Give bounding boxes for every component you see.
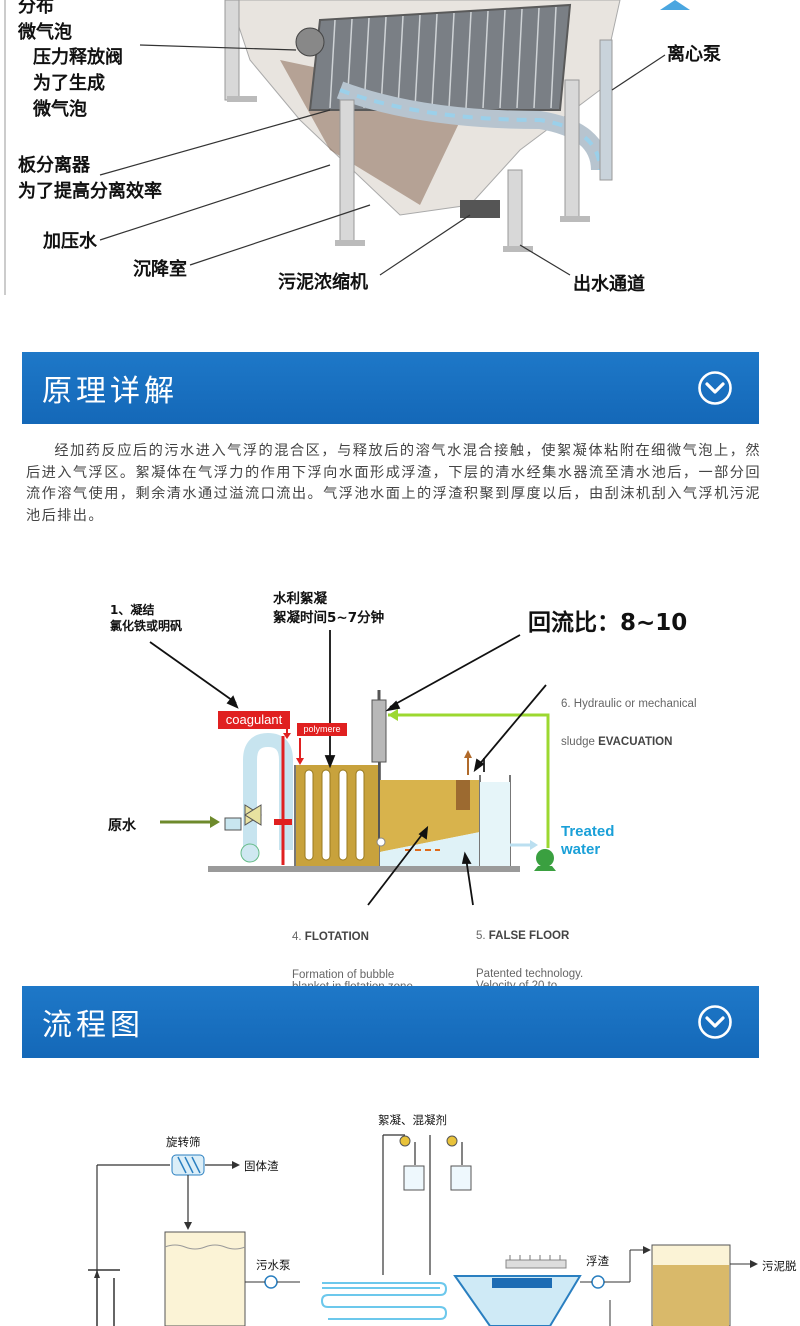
label-settling-chamber: 沉降室	[133, 259, 187, 280]
evacuation-line1: 6. Hydraulic or mechanical	[561, 698, 697, 710]
sludge-dewater-label: 污泥脱	[762, 1259, 797, 1273]
label-release-valve: 压力释放阀 为了生成 微气泡	[33, 47, 123, 120]
label-sludge-thickener: 污泥浓缩机	[278, 272, 368, 293]
daf-equipment-illustration	[4, 0, 690, 295]
principle-paragraph: 经加药反应后的污水进入气浮的混合区，与释放后的溶气水混合接触，使絮凝体粘附在细微…	[26, 443, 761, 524]
sewage-pump-label: 污水泵	[256, 1258, 291, 1272]
coagulant-tag: coagulant	[218, 711, 290, 729]
label-centrifugal-pump: 离心泵	[667, 44, 721, 65]
evacuation-line2: sludge EVACUATION	[561, 735, 673, 748]
section-banner-principle: 原理详解	[22, 352, 759, 424]
chevron-down-circle-icon[interactable]	[697, 370, 733, 406]
rotary-screen-label: 旋转筛	[166, 1135, 201, 1149]
section-title: 原理详解	[42, 374, 178, 409]
process-flowchart	[88, 1134, 758, 1326]
chevron-down-circle-icon[interactable]	[697, 1004, 733, 1040]
hydraulic-floc-label: 水利絮凝 絮凝时间5~7分钟	[273, 591, 385, 626]
label-plate-separator: 板分离器 为了提高分离效率	[18, 155, 162, 202]
section-banner-flow: 流程图	[22, 986, 759, 1058]
raw-water-label: 原水	[108, 818, 136, 834]
solid-residue-label: 固体渣	[244, 1159, 279, 1173]
treated-water-label: Treated water	[561, 823, 615, 858]
label-pressurized-water: 加压水	[43, 231, 97, 252]
label-outlet-channel: 出水通道	[573, 274, 645, 295]
reflux-ratio-label: 回流比：8~10	[528, 610, 688, 636]
flotation-title: 4. FLOTATION	[292, 931, 369, 943]
evacuation-label: 6. Hydraulic or mechanical sludge EVACUA…	[561, 673, 697, 761]
coag-step-label: 1、凝结 氯化铁或明矾	[110, 603, 183, 633]
false-floor-title: 5. FALSE FLOOR	[476, 930, 570, 942]
scum-label: 浮渣	[586, 1254, 609, 1268]
flotation-process-diagram	[149, 630, 556, 906]
label-microbubble: 分布 微气泡	[18, 0, 72, 43]
flocculant-label: 絮凝、混凝剂	[378, 1113, 447, 1127]
polymere-tag: polymere	[297, 723, 347, 736]
section-title: 流程图	[42, 1008, 144, 1043]
